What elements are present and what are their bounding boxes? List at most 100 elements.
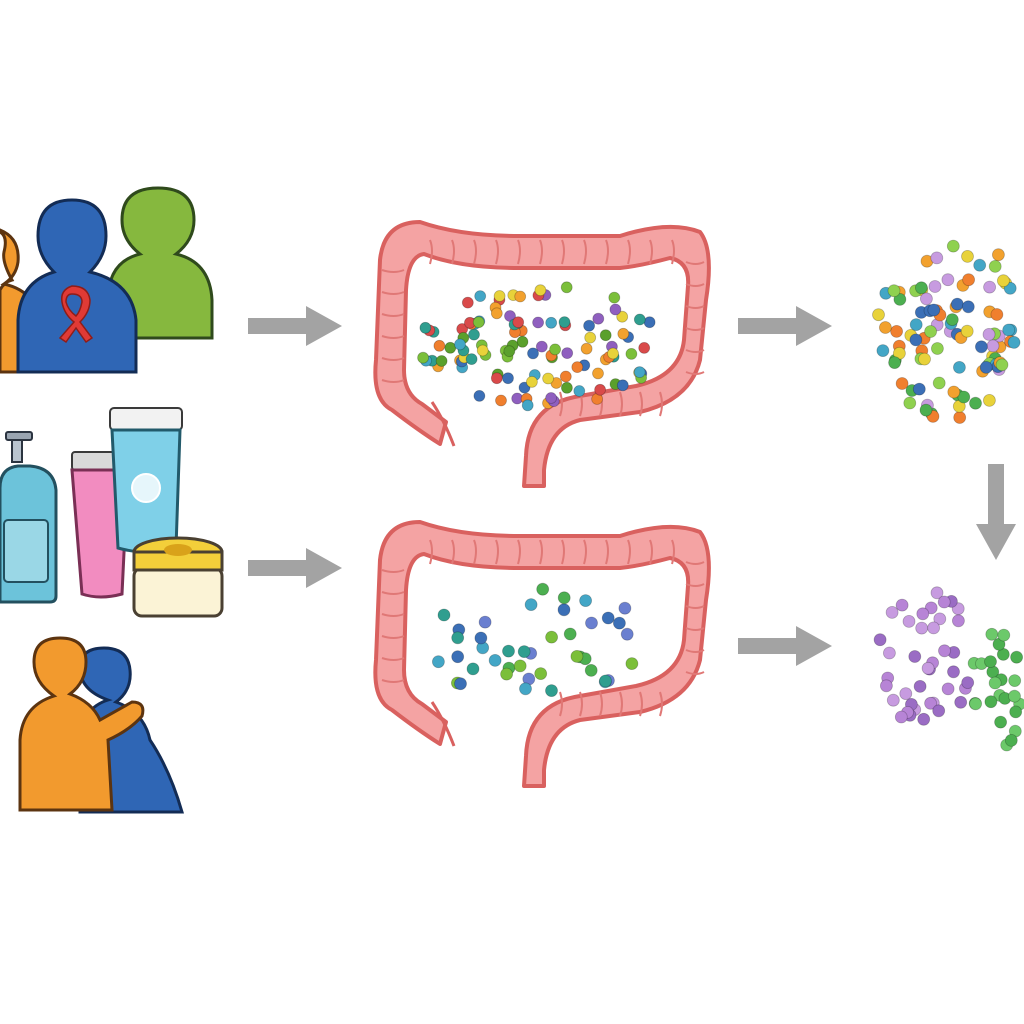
haustra-fold [649, 239, 653, 265]
microbe-dot [915, 281, 928, 295]
people-group-ribbon-icon [0, 186, 214, 374]
microbe-dot [625, 657, 639, 671]
colon-bottom-microbes [431, 582, 639, 698]
microbe-dot [638, 341, 651, 354]
haustra-fold [599, 691, 603, 717]
microbe-dot [924, 325, 937, 338]
microbe-dot [903, 396, 917, 410]
microbe-dot [927, 303, 941, 317]
microbe-dot [561, 347, 574, 360]
haustra-fold [473, 539, 477, 565]
haustra-fold [561, 239, 565, 265]
microbe-dot [984, 655, 997, 668]
microbe-dot [916, 607, 930, 621]
microbe-dot [1009, 705, 1023, 719]
haustra-fold [579, 691, 583, 717]
microbe-dot [1007, 335, 1021, 349]
microbe-dot [988, 676, 1002, 690]
microbe-dot [912, 382, 926, 396]
microbe-dot [886, 693, 900, 707]
microbe-dot [570, 649, 584, 663]
microbe-dot [960, 324, 974, 338]
haustra-fold [583, 239, 587, 265]
microbe-dot [516, 335, 529, 348]
microbe-dot [503, 345, 516, 358]
microbe-dot [536, 582, 550, 596]
haustra-fold [685, 627, 705, 631]
microbe-dot [890, 324, 903, 338]
haustra-fold [429, 539, 433, 565]
microbe-dot [437, 608, 451, 622]
microbe-dot [474, 631, 488, 645]
microbe-dot [932, 704, 946, 718]
haustra-fold [685, 561, 705, 565]
microbe-dot [521, 399, 534, 412]
microbe-dot [984, 695, 998, 709]
microbe-dot [1002, 323, 1016, 337]
microbe-dot [514, 290, 527, 303]
arrow-down [976, 464, 1016, 560]
microbe-dot [937, 595, 951, 609]
microbe-dot [983, 280, 996, 294]
microbe-dot [613, 616, 626, 630]
microbe-dot [502, 372, 514, 385]
haustra-fold [649, 539, 653, 565]
colon-top [373, 220, 711, 488]
microbe-dot [431, 655, 445, 669]
microbe-dot [961, 676, 975, 689]
microbe-dot [580, 342, 593, 355]
microbe-dot [454, 677, 467, 691]
microbe-dot [885, 606, 899, 619]
microbe-dot [985, 627, 999, 641]
microbe-dot [1008, 689, 1021, 703]
haustra-fold [671, 239, 675, 265]
haustra-fold [639, 391, 643, 417]
microbe-dot [928, 280, 942, 293]
microbe-dot [930, 586, 944, 600]
haustra-fold [517, 239, 521, 265]
haustra-fold [685, 349, 705, 353]
microbe-dot [435, 355, 448, 367]
microbe-dot [915, 621, 929, 635]
microbe-dot [545, 316, 558, 329]
microbe-dot [585, 616, 598, 630]
haustra-fold [559, 391, 563, 417]
microbe-dot [451, 650, 465, 664]
microbe-dot [895, 377, 909, 390]
cosmetics-products-icon [0, 407, 224, 618]
pump-bottle [0, 431, 58, 604]
microbe-dot [599, 674, 612, 688]
haustra-fold [559, 691, 563, 717]
haustra-fold [381, 357, 405, 361]
haustra-fold [561, 539, 565, 565]
haustra-fold [685, 583, 705, 587]
microbe-dot [557, 603, 571, 617]
person-green [106, 186, 214, 340]
microbe-dot [1008, 674, 1022, 687]
microbe-dot [969, 697, 982, 711]
microbe-dot [941, 682, 955, 696]
microbe-dot [887, 284, 901, 298]
microbe-dot [599, 329, 612, 342]
microbe-dot [558, 316, 571, 329]
microbe-dot [433, 339, 446, 352]
microbe-dot [909, 318, 923, 332]
microbe-dot [931, 342, 944, 355]
microbe-dot [997, 274, 1010, 288]
haustra-fold [381, 313, 405, 317]
microbe-dot [573, 385, 586, 397]
microbe-dot [927, 621, 940, 635]
microbe-dot [478, 615, 492, 629]
microbe-dot [519, 682, 532, 696]
microbe-dot [618, 601, 632, 615]
microbe-dot [954, 695, 968, 709]
haustra-fold [381, 379, 405, 383]
microbe-dot [500, 667, 514, 681]
microbe-dot [994, 715, 1007, 729]
microbe-dot [930, 251, 944, 265]
microbe-dot [451, 631, 465, 645]
haustra-fold [659, 691, 663, 717]
microbe-dot [592, 312, 605, 325]
microbe-dot [924, 696, 937, 710]
microbe-dot [532, 316, 544, 329]
